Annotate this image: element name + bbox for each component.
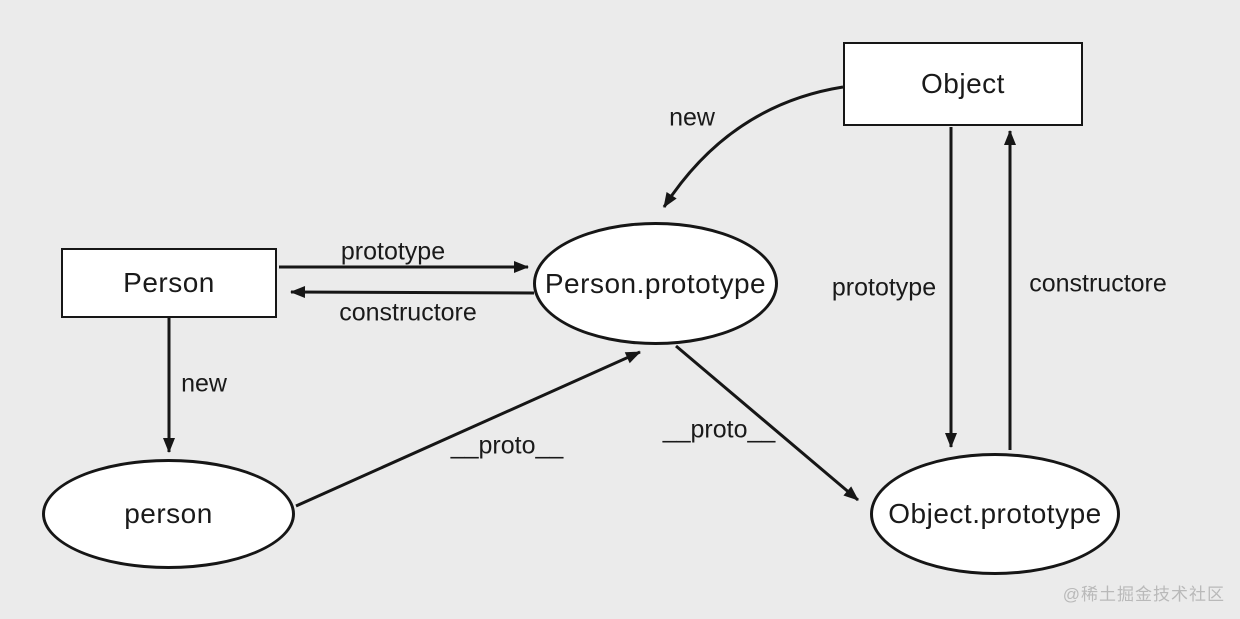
node-person-constructor: Person	[61, 248, 277, 318]
edge-label-constructore-left: constructore	[339, 298, 477, 327]
arrow-object-new-person-prototype	[662, 85, 844, 208]
arrow-person-prototype-proto	[675, 344, 859, 502]
arrow-person-instance-proto	[295, 350, 641, 508]
node-object-prototype-label: Object.prototype	[888, 498, 1102, 529]
node-object-prototype: Object.prototype	[870, 453, 1120, 575]
arrow-person-prototype-to-person	[290, 286, 535, 299]
edge-label-new-left: new	[181, 369, 227, 398]
node-person-instance-label: person	[124, 498, 213, 529]
edge-label-constructore-right: constructore	[1029, 269, 1167, 298]
watermark: @稀土掘金技术社区	[1062, 585, 1225, 604]
node-object-constructor-label: Object	[921, 68, 1005, 99]
edge-label-prototype-right: prototype	[831, 273, 937, 302]
node-person-instance: person	[42, 459, 295, 569]
edge-label-proto-right: __proto__	[662, 415, 776, 444]
node-object-constructor: Object	[843, 42, 1083, 126]
node-person-constructor-label: Person	[123, 267, 215, 298]
node-person-prototype: Person.prototype	[533, 222, 778, 345]
node-person-prototype-label: Person.prototype	[544, 267, 767, 299]
edge-label-prototype-left: prototype	[340, 237, 446, 266]
edge-label-proto-left: __proto__	[450, 431, 564, 460]
edge-label-new-top: new	[669, 103, 715, 132]
